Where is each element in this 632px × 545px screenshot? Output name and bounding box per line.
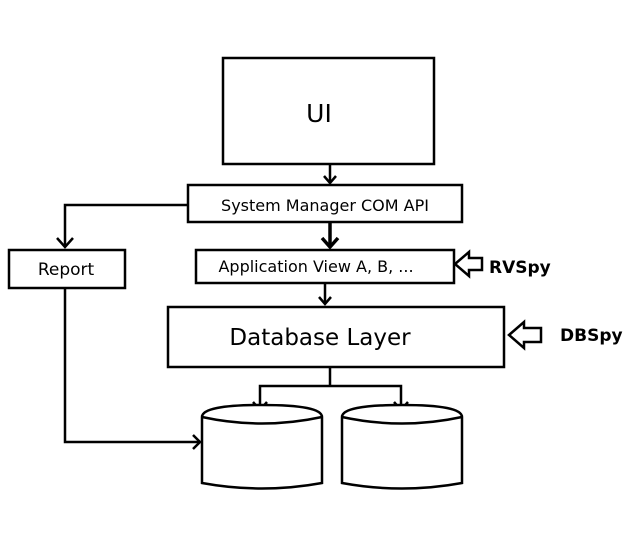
dbspy-probe: DBSpy — [507, 319, 623, 351]
arrow-com-api-to-app-view — [320, 222, 340, 250]
rvspy-label: RVSpy — [489, 258, 551, 278]
app-view-node: Application View A, B, ... — [194, 248, 456, 285]
com-api-node: System Manager COM API — [186, 183, 464, 224]
dbspy-label: DBSpy — [560, 326, 623, 346]
db-layer-label: Database Layer — [229, 325, 411, 351]
database-cylinder-right — [340, 403, 464, 490]
report-label: Report — [38, 260, 95, 280]
arrow-app-view-to-db-layer — [318, 283, 332, 306]
arrow-ui-to-com-api — [323, 164, 337, 185]
ui-label: UI — [306, 99, 332, 128]
dbspy-arrow-icon — [507, 319, 543, 351]
ui-node: UI — [221, 56, 436, 166]
rvspy-arrow-icon — [453, 249, 484, 279]
database-cylinder-left — [200, 403, 324, 490]
arrow-com-api-to-report — [56, 203, 188, 249]
com-api-label: System Manager COM API — [221, 196, 429, 215]
report-node: Report — [7, 248, 127, 290]
rvspy-probe: RVSpy — [453, 249, 551, 279]
app-view-label: Application View A, B, ... — [218, 257, 413, 276]
arrow-db-layer-to-databases — [252, 367, 409, 412]
arrow-report-to-database — [63, 288, 202, 450]
db-layer-node: Database Layer — [166, 305, 506, 369]
